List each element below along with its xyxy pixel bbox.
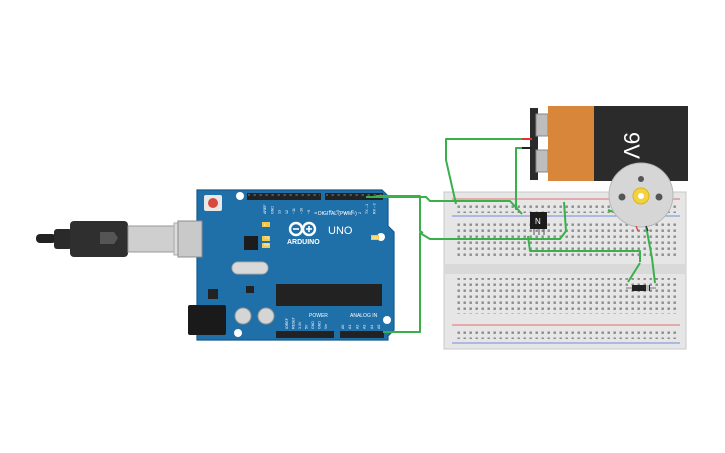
pin-label: ~9 (307, 210, 311, 214)
arduino-logo-icon (288, 221, 317, 237)
pin-label: GND (318, 321, 322, 329)
reset-button[interactable] (208, 198, 218, 208)
pin-label: ~5 (336, 210, 340, 214)
transistor-label: N (535, 217, 541, 226)
pin-label: 12 (285, 210, 289, 214)
power-label: POWER (309, 313, 328, 319)
diode-icon[interactable] (626, 285, 656, 291)
pin-label: ~10 (300, 208, 304, 214)
pin-label: 13 (278, 210, 282, 214)
pin-label: A2 (355, 325, 359, 329)
motor-icon[interactable] (608, 162, 674, 232)
pin-label: A0 (341, 325, 345, 329)
pin-label: TX→1 (365, 204, 369, 214)
wires (366, 138, 656, 333)
pin-label: ~11 (292, 208, 296, 214)
on-label: ON (372, 235, 378, 240)
digital-label: DIGITAL (PWM~) (318, 211, 357, 217)
pin-label: A5 (377, 325, 381, 329)
pin-label: Vin (324, 324, 328, 329)
led-l-label: L (264, 222, 267, 227)
pin-label: 3.3V (298, 321, 302, 329)
pin-label: ~3 (351, 210, 355, 214)
led-rx-label: RX (264, 242, 270, 247)
arduino-model: UNO (328, 225, 353, 237)
arduino-board[interactable]: ARDUINO UNO DIGITAL (PWM~) POWER ANALOG … (177, 189, 395, 341)
pin-label: A4 (370, 325, 374, 329)
power-header (276, 331, 334, 338)
pin-label: GND (270, 206, 274, 214)
pin-label: A1 (348, 325, 352, 329)
pin-label: GND (311, 321, 315, 329)
pin-label: RESET (292, 316, 296, 329)
usb-cable-icon[interactable] (36, 221, 203, 257)
transistor-icon[interactable]: N (530, 212, 547, 235)
atmega-chip (276, 284, 382, 306)
pin-label: 2 (358, 212, 362, 214)
arduino-brand: ARDUINO (287, 239, 320, 246)
analog-label: ANALOG IN (350, 313, 378, 319)
led-tx-label: TX (264, 235, 269, 240)
pin-label: AREF (263, 204, 267, 214)
pin-label: IOREF (285, 317, 289, 329)
pin-label: A3 (363, 325, 367, 329)
battery-icon[interactable]: 9V (520, 106, 688, 181)
pin-label: 4 (343, 212, 347, 214)
pin-label: 5V (305, 324, 309, 329)
pin-label: RX←0 (373, 203, 377, 214)
analog-header (340, 331, 384, 338)
battery-label: 9V (619, 132, 644, 159)
pin-label: ~6 (329, 210, 333, 214)
pin-label: 8 (314, 212, 318, 214)
pin-label: 7 (321, 212, 325, 214)
